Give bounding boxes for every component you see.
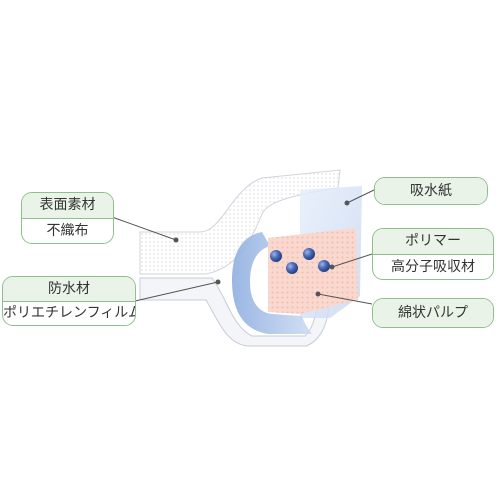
absorbent-paper-label: 吸水紙: [375, 178, 487, 204]
nonwoven-surface-layer: [139, 169, 341, 275]
leader-lines: [111, 189, 375, 305]
absorbent-core-wrap: [232, 232, 312, 334]
surface-material-name: 不織布: [22, 218, 113, 243]
polymer-bead: [270, 250, 282, 262]
waterproof-material-name: ポリエチレンフィルム: [3, 301, 135, 325]
callout-absorbent-paper: 吸水紙: [374, 177, 488, 205]
waterproof-material-title: 防水材: [3, 277, 135, 301]
polymer-title: ポリマー: [373, 229, 493, 254]
polymer-bead: [286, 262, 298, 274]
polymer-bead: [318, 260, 330, 272]
cotton-pulp-texture: [268, 228, 358, 314]
polymer-bead: [303, 248, 315, 260]
polymer-material-name: 高分子吸収材: [373, 254, 493, 279]
callout-polymer: ポリマー 高分子吸収材: [372, 228, 494, 280]
cotton-pulp-label: 綿状パルプ: [373, 299, 493, 327]
callout-cotton-pulp: 綿状パルプ: [372, 298, 494, 328]
surface-material-title: 表面素材: [22, 193, 113, 218]
callout-surface-material: 表面素材 不織布: [21, 192, 114, 244]
callout-waterproof-material: 防水材 ポリエチレンフィルム: [2, 276, 136, 326]
